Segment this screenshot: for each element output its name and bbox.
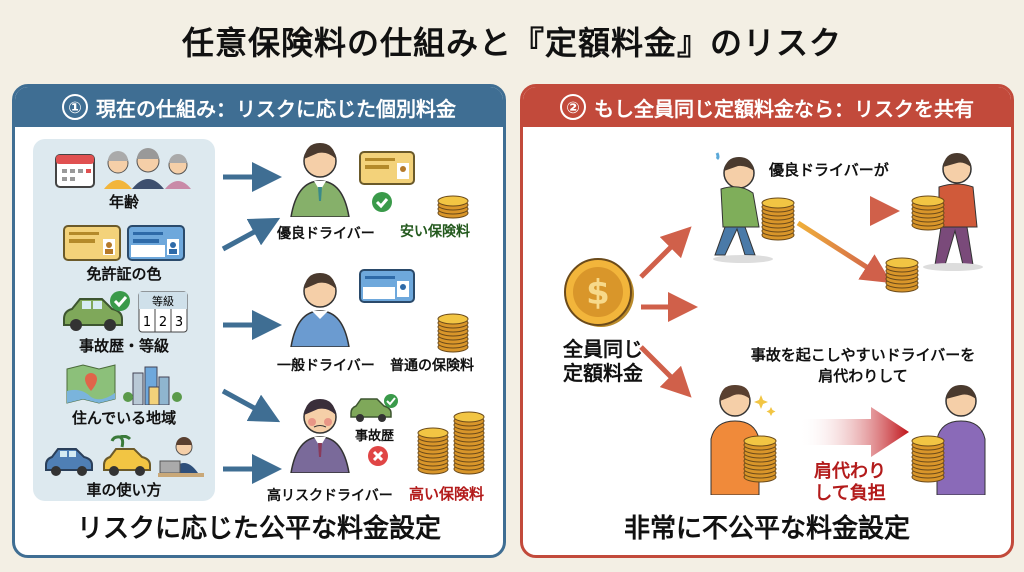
gold-license-icon — [359, 151, 415, 185]
accident-history-label: 事故歴 — [355, 429, 395, 444]
blue-license-icon — [127, 225, 185, 261]
coin — [453, 411, 485, 423]
factor-label: 車の使い方 — [86, 481, 162, 499]
page-title: 任意保険料の仕組みと『定額料金』のリスク — [181, 24, 842, 62]
average-driver-figure — [290, 273, 350, 347]
factor-car-usage: 車の使い方 — [33, 433, 215, 500]
burden-transfer-arrows — [796, 196, 900, 284]
average-driver-label: 一般ドライバー — [277, 358, 375, 374]
flat-rate-header: ② もし全員同じ定額料金なら：リスクを共有 — [523, 87, 1011, 127]
risky-driver-caption: 事故を起こしやすいドライバーを 肩代わりして — [713, 345, 1011, 387]
arrow-region — [221, 388, 281, 423]
step-number: ② — [560, 94, 586, 120]
good-driver-label: 優良ドライバー — [277, 226, 375, 242]
unfair-pricing-footer: 非常に不公平な料金設定 — [623, 514, 910, 544]
burden-label-line2: して負担 — [814, 483, 886, 504]
coin — [761, 197, 795, 209]
coin — [437, 313, 469, 325]
blue-car-icon — [45, 448, 93, 476]
small-coin-stack-icon — [437, 195, 469, 219]
gold-license-icon — [63, 225, 121, 261]
flat-rate-heading: もし全員同じ定額料金なら：リスクを共有 — [594, 96, 974, 121]
arrow-license — [221, 217, 281, 252]
coin — [911, 195, 945, 207]
factor-label: 年齢 — [108, 193, 139, 211]
arrow-to-good-driver — [639, 226, 692, 279]
burden-label: 肩代わり して負担 — [805, 461, 895, 505]
office-worker-icon — [158, 437, 204, 477]
coin — [885, 257, 919, 269]
elderly-people-icon — [104, 148, 191, 189]
blue-license-icon — [359, 269, 415, 303]
car-check-icon — [63, 291, 130, 331]
burdened-coin-stack-icon — [911, 435, 945, 483]
grade-value: 3 — [175, 315, 183, 330]
burden-label-line1: 肩代わり — [814, 461, 886, 482]
cheap-premium-label: 安い保険料 — [400, 224, 470, 240]
good-driver-figure — [290, 143, 350, 217]
car-accident-history-icon — [350, 394, 398, 422]
good-driver-caption: 優良ドライバーが — [769, 161, 889, 179]
medium-coin-stack-icon — [437, 313, 469, 353]
coin — [417, 427, 449, 439]
grade-value: 1 — [143, 315, 151, 330]
subsidized-coin-stack-icon — [743, 435, 777, 483]
factor-label: 免許証の色 — [86, 265, 162, 283]
arrow-to-coin-pile — [796, 220, 892, 284]
factor-age: 年齢 — [33, 145, 215, 212]
burdened-driver-figure — [936, 385, 986, 495]
high-premium-label: 高い保険料 — [409, 485, 485, 503]
city-buildings-icon — [123, 366, 182, 405]
factor-label: 住んでいる地域 — [71, 409, 177, 427]
fair-pricing-footer: リスクに応じた公平な料金設定 — [76, 514, 441, 544]
shift-burden-arrow — [799, 407, 909, 457]
grade-value: 2 — [159, 315, 167, 330]
flat-rate-label-line1: 全員同じ — [563, 337, 643, 361]
current-system-panel: ① 現在の仕組み：リスクに応じた個別料金 — [12, 84, 506, 558]
flat-rate-label: 全員同じ 定額料金 — [553, 337, 653, 385]
risky-caption-line2: 肩代わりして — [818, 367, 908, 385]
factor-license-color: 免許証の色 — [33, 217, 215, 284]
factor-region: 住んでいる地域 — [33, 361, 215, 428]
factor-label: 事故歴・等級 — [78, 337, 169, 355]
cross-badge-icon — [368, 446, 388, 466]
current-system-heading: 現在の仕組み：リスクに応じた個別料金 — [96, 96, 456, 121]
dollar-coin-icon: $ — [564, 258, 634, 327]
tall-coin-stack-icon — [453, 411, 485, 475]
carried-coin-stack-icon — [761, 197, 795, 241]
high-risk-driver-label: 高リスクドライバー — [267, 488, 393, 504]
map-pin-icon — [66, 364, 116, 404]
flat-rate-label-line2: 定額料金 — [563, 361, 643, 385]
svg-text:$: $ — [586, 273, 610, 313]
coin — [911, 435, 945, 447]
flat-rate-panel: ② もし全員同じ定額料金なら：リスクを共有 $ 全員同じ 定額料金 優良ドライバ… — [520, 84, 1014, 558]
arrow-to-risky-driver — [639, 345, 692, 398]
flat-rate-arrows — [639, 226, 698, 398]
high-risk-driver-figure — [290, 399, 350, 473]
normal-premium-label: 普通の保険料 — [390, 358, 474, 374]
received-coin-stack-icon — [911, 195, 945, 231]
check-badge-icon — [372, 192, 392, 212]
coin — [743, 435, 777, 447]
calendar-icon — [55, 154, 95, 188]
current-system-header: ① 現在の仕組み：リスクに応じた個別料金 — [15, 87, 503, 127]
coin-pile-icon — [885, 257, 919, 293]
factor-arrows — [221, 162, 282, 484]
coin — [437, 195, 469, 207]
grade-title: 等級 — [152, 294, 174, 308]
risky-caption-line1: 事故を起こしやすいドライバーを — [750, 346, 976, 364]
happy-driver-figure — [923, 153, 983, 271]
grade-table-icon: 等級 1 2 3 — [138, 291, 188, 333]
struggling-good-driver-figure — [713, 152, 773, 263]
large-coin-stack-icon — [417, 427, 449, 475]
factor-accident-grade: 等級 1 2 3 事故歴・等級 — [33, 289, 215, 356]
yellow-car-palm-icon — [103, 435, 151, 476]
risk-factors-list: 年齢 免許証の色 — [33, 139, 215, 501]
step-number: ① — [62, 94, 88, 120]
